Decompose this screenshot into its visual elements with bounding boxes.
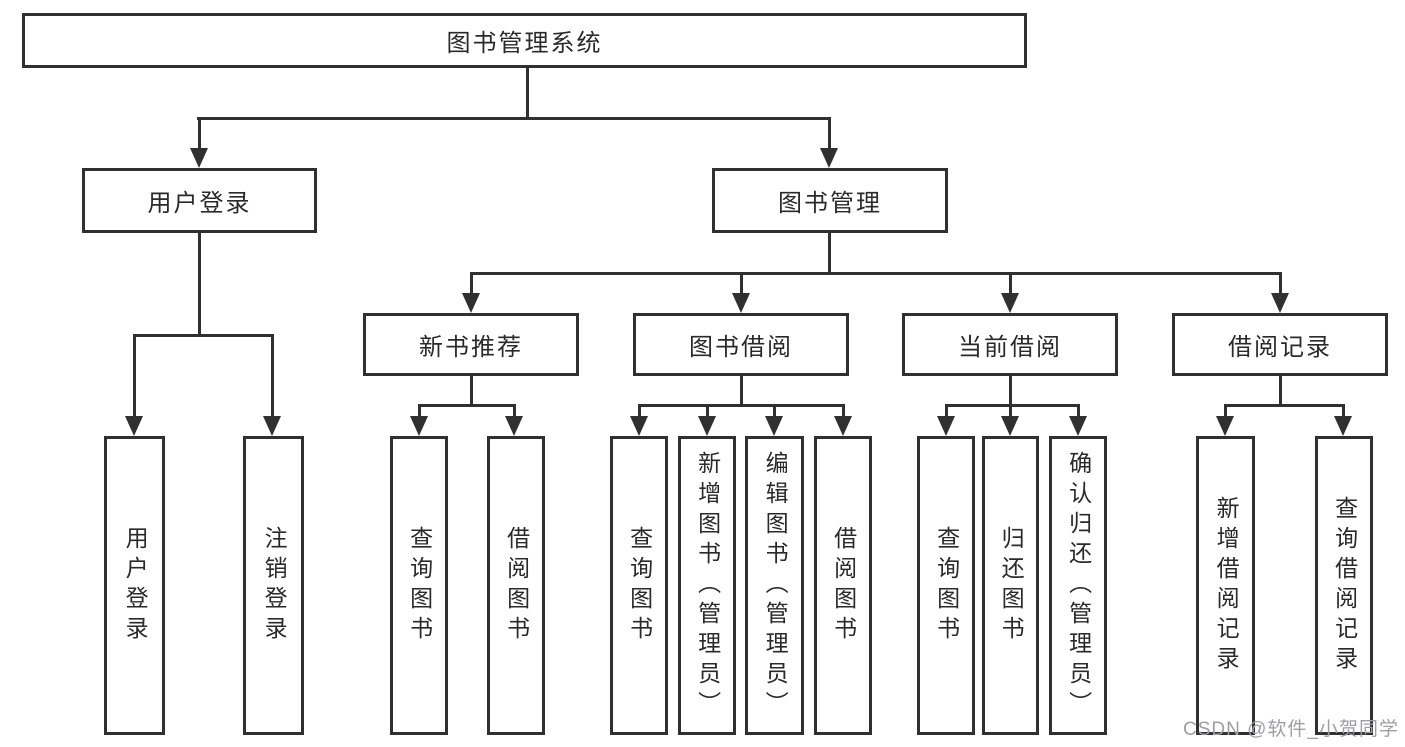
arrowhead-down-icon — [765, 416, 783, 436]
node-label: 图书管理系统 — [446, 30, 603, 57]
connector-to-leaf — [842, 404, 845, 418]
arrowhead-down-icon — [410, 416, 428, 436]
leaf-query-books-borrow: 查询图书 — [610, 436, 668, 735]
arrowhead-down-icon — [1001, 416, 1019, 436]
connector-to-leaf — [1342, 404, 1345, 418]
arrowhead-down-icon — [698, 416, 716, 436]
leaf-borrow-books-recommend: 借阅图书 — [487, 436, 545, 735]
node-label: 当前借阅 — [958, 334, 1062, 361]
node-label: 用户登录 — [147, 190, 252, 217]
arrowhead-down-icon — [462, 293, 480, 313]
connector-to-borrow-records — [1279, 272, 1282, 297]
leaf-query-books-current: 查询图书 — [917, 436, 975, 735]
connector-to-current-borrow — [1009, 272, 1012, 297]
connector-to-leaf — [513, 404, 516, 418]
node-label: 借阅图书 — [503, 525, 530, 646]
node-label: 用户登录 — [122, 525, 149, 646]
connector-to-leaf — [773, 404, 776, 418]
arrowhead-down-icon — [505, 416, 523, 436]
arrowhead-down-icon — [937, 416, 955, 436]
connector-borrow-records-stem — [1279, 376, 1282, 407]
connector-borrow-records-branch — [1224, 404, 1344, 407]
node-root: 图书管理系统 — [22, 13, 1027, 68]
arrowhead-down-icon — [732, 293, 750, 313]
csdn-watermark: CSDN @软件_小贺同学 — [1183, 719, 1399, 740]
connector-user-login-branch — [133, 334, 274, 337]
node-label: 借阅记录 — [1228, 334, 1332, 361]
node-label: 图书借阅 — [689, 334, 793, 361]
connector-to-leaf — [271, 334, 274, 418]
connector-to-leaf — [706, 404, 709, 418]
leaf-edit-books-admin: 编辑图书（管理员） — [745, 436, 804, 735]
arrowhead-down-icon — [263, 416, 281, 436]
arrowhead-down-icon — [190, 148, 208, 168]
node-label: 注销登录 — [261, 525, 288, 646]
leaf-return-books: 归还图书 — [982, 436, 1039, 735]
leaf-add-borrow-record: 新增借阅记录 — [1196, 436, 1255, 735]
node-new-book-recommend: 新书推荐 — [363, 313, 579, 376]
leaf-query-books-recommend: 查询图书 — [390, 436, 448, 735]
arrowhead-down-icon — [1271, 293, 1289, 313]
connector-current-borrow-stem — [1009, 376, 1012, 407]
connector-new-books-stem — [470, 376, 473, 407]
arrowhead-down-icon — [125, 416, 143, 436]
node-label: 查询借阅记录 — [1331, 495, 1358, 676]
connector-to-leaf — [638, 404, 641, 418]
arrowhead-down-icon — [1334, 416, 1352, 436]
connector-user-login-stem — [198, 232, 201, 336]
node-label: 新增借阅记录 — [1213, 495, 1240, 676]
leaf-query-borrow-record: 查询借阅记录 — [1315, 436, 1373, 735]
connector-root-branch — [197, 117, 831, 120]
leaf-add-books-admin: 新增图书（管理员） — [678, 436, 736, 735]
node-borrow-records: 借阅记录 — [1172, 313, 1388, 376]
connector-to-leaf — [418, 404, 421, 418]
node-label: 编辑图书（管理员） — [762, 450, 789, 721]
connector-book-mgmt-stem — [828, 232, 831, 275]
arrowhead-down-icon — [1001, 293, 1019, 313]
connector-to-leaf — [1077, 404, 1080, 418]
arrowhead-down-icon — [820, 148, 838, 168]
arrowhead-down-icon — [1069, 416, 1087, 436]
connector-to-leaf — [1009, 404, 1012, 418]
leaf-confirm-return-admin: 确认归还（管理员） — [1049, 436, 1107, 735]
connector-to-user-login — [198, 117, 201, 150]
connector-to-leaf — [945, 404, 948, 418]
connector-book-borrow-stem — [740, 376, 743, 407]
node-current-borrow: 当前借阅 — [902, 313, 1118, 376]
leaf-borrow-books: 借阅图书 — [814, 436, 872, 735]
node-label: 新书推荐 — [419, 334, 523, 361]
node-label: 查询图书 — [933, 525, 960, 646]
leaf-user-login: 用户登录 — [104, 436, 165, 735]
connector-new-books-branch — [418, 404, 516, 407]
node-user-login: 用户登录 — [82, 168, 317, 233]
node-label: 查询图书 — [406, 525, 433, 646]
node-book-borrow: 图书借阅 — [633, 313, 849, 376]
arrowhead-down-icon — [834, 416, 852, 436]
node-label: 归还图书 — [998, 525, 1025, 646]
node-label: 图书管理 — [778, 190, 882, 217]
connector-current-borrow-branch — [945, 404, 1079, 407]
leaf-logout-login: 注销登录 — [243, 436, 304, 735]
node-label: 新增图书（管理员） — [694, 450, 721, 721]
arrowhead-down-icon — [1216, 416, 1234, 436]
connector-to-book-borrow — [740, 272, 743, 297]
node-label: 查询图书 — [626, 525, 653, 646]
connector-to-book-mgmt — [828, 117, 831, 150]
connector-to-leaf — [133, 334, 136, 418]
connector-root-stem — [526, 68, 529, 119]
node-label: 借阅图书 — [830, 525, 857, 646]
connector-book-borrow-branch — [638, 404, 844, 407]
connector-book-mgmt-branch — [470, 272, 1281, 275]
connector-to-leaf — [1224, 404, 1227, 418]
node-label: 确认归还（管理员） — [1065, 450, 1092, 721]
arrowhead-down-icon — [630, 416, 648, 436]
node-book-mgmt: 图书管理 — [712, 168, 948, 233]
connector-to-new-books — [470, 272, 473, 297]
